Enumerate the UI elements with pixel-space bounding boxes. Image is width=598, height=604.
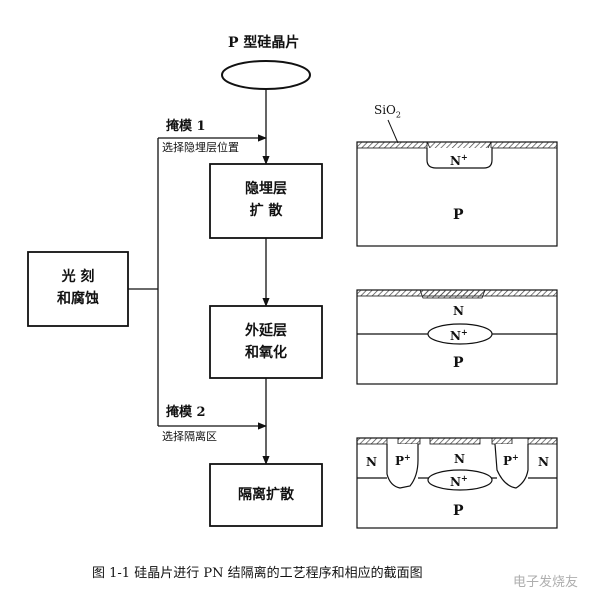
box-buried-layer [209,163,323,239]
box-lithography-line2: 和腐蚀 [57,291,99,307]
s2-p-label: P [453,355,464,371]
box-buried-layer-text: 隐埋层 扩 散 [210,178,322,222]
s3-nplus-label: N+ [450,474,468,488]
s2-nplus-sup: + [460,327,468,337]
s3-nplus-sup: + [460,473,468,483]
box-epi-line1: 外延层 [245,323,287,339]
s3-pplus-left-label: P+ [395,453,411,467]
box-epi-line2: 和氧化 [245,345,287,361]
box-isolation [209,463,323,527]
mask2-label: 掩模 2 [166,405,206,420]
watermark: 电子发烧友 [512,575,578,590]
box-lithography [27,251,129,327]
wafer-label: P 型硅晶片 [228,35,300,51]
sio2-subscript: 2 [395,110,401,120]
cross-section-3 [356,437,558,529]
box-isolation-line1: 隔离扩散 [238,487,294,503]
s2-n-label: N [453,304,464,318]
box-buried-line1: 隐埋层 [245,181,287,197]
s1-nplus-sup: + [460,152,468,162]
s3-pplus-left-text: P [395,454,405,468]
sio2-text: SiO [374,103,396,117]
s3-pplus-right-sup: + [512,452,519,462]
s3-pplus-left-sup: + [404,452,411,462]
s2-nplus-label: N+ [450,328,468,342]
s1-p-label: P [453,207,464,223]
s1-nplus-text: N [450,154,461,168]
wafer-shape [221,60,311,90]
s3-n-mid-label: N [454,452,465,466]
cross-section-1 [356,119,558,247]
cross-section-2 [356,289,558,385]
box-epi-oxidation [209,305,323,379]
sio2-label: SiO2 [374,104,401,119]
s3-n-right-label: N [538,455,549,469]
s3-pplus-right-text: P [503,454,513,468]
s3-pplus-right-label: P+ [503,453,519,467]
box-epi-text: 外延层 和氧化 [210,320,322,364]
s1-nplus-label: N+ [450,153,468,167]
box-isolation-text: 隔离扩散 [210,484,322,506]
box-lithography-text: 光 刻 和腐蚀 [28,266,128,310]
mask1-label: 掩模 1 [166,119,206,134]
s3-p-label: P [453,503,464,519]
s3-n-left-label: N [366,455,377,469]
mask2-sublabel: 选择隔离区 [162,430,217,443]
s2-nplus-text: N [450,329,461,343]
figure-caption: 图 1-1 硅晶片进行 PN 结隔离的工艺程序和相应的截面图 [92,566,423,581]
mask1-sublabel: 选择隐埋层位置 [162,141,239,154]
box-lithography-line1: 光 刻 [61,269,95,285]
s3-nplus-text: N [450,475,461,489]
box-buried-line2: 扩 散 [249,203,283,219]
